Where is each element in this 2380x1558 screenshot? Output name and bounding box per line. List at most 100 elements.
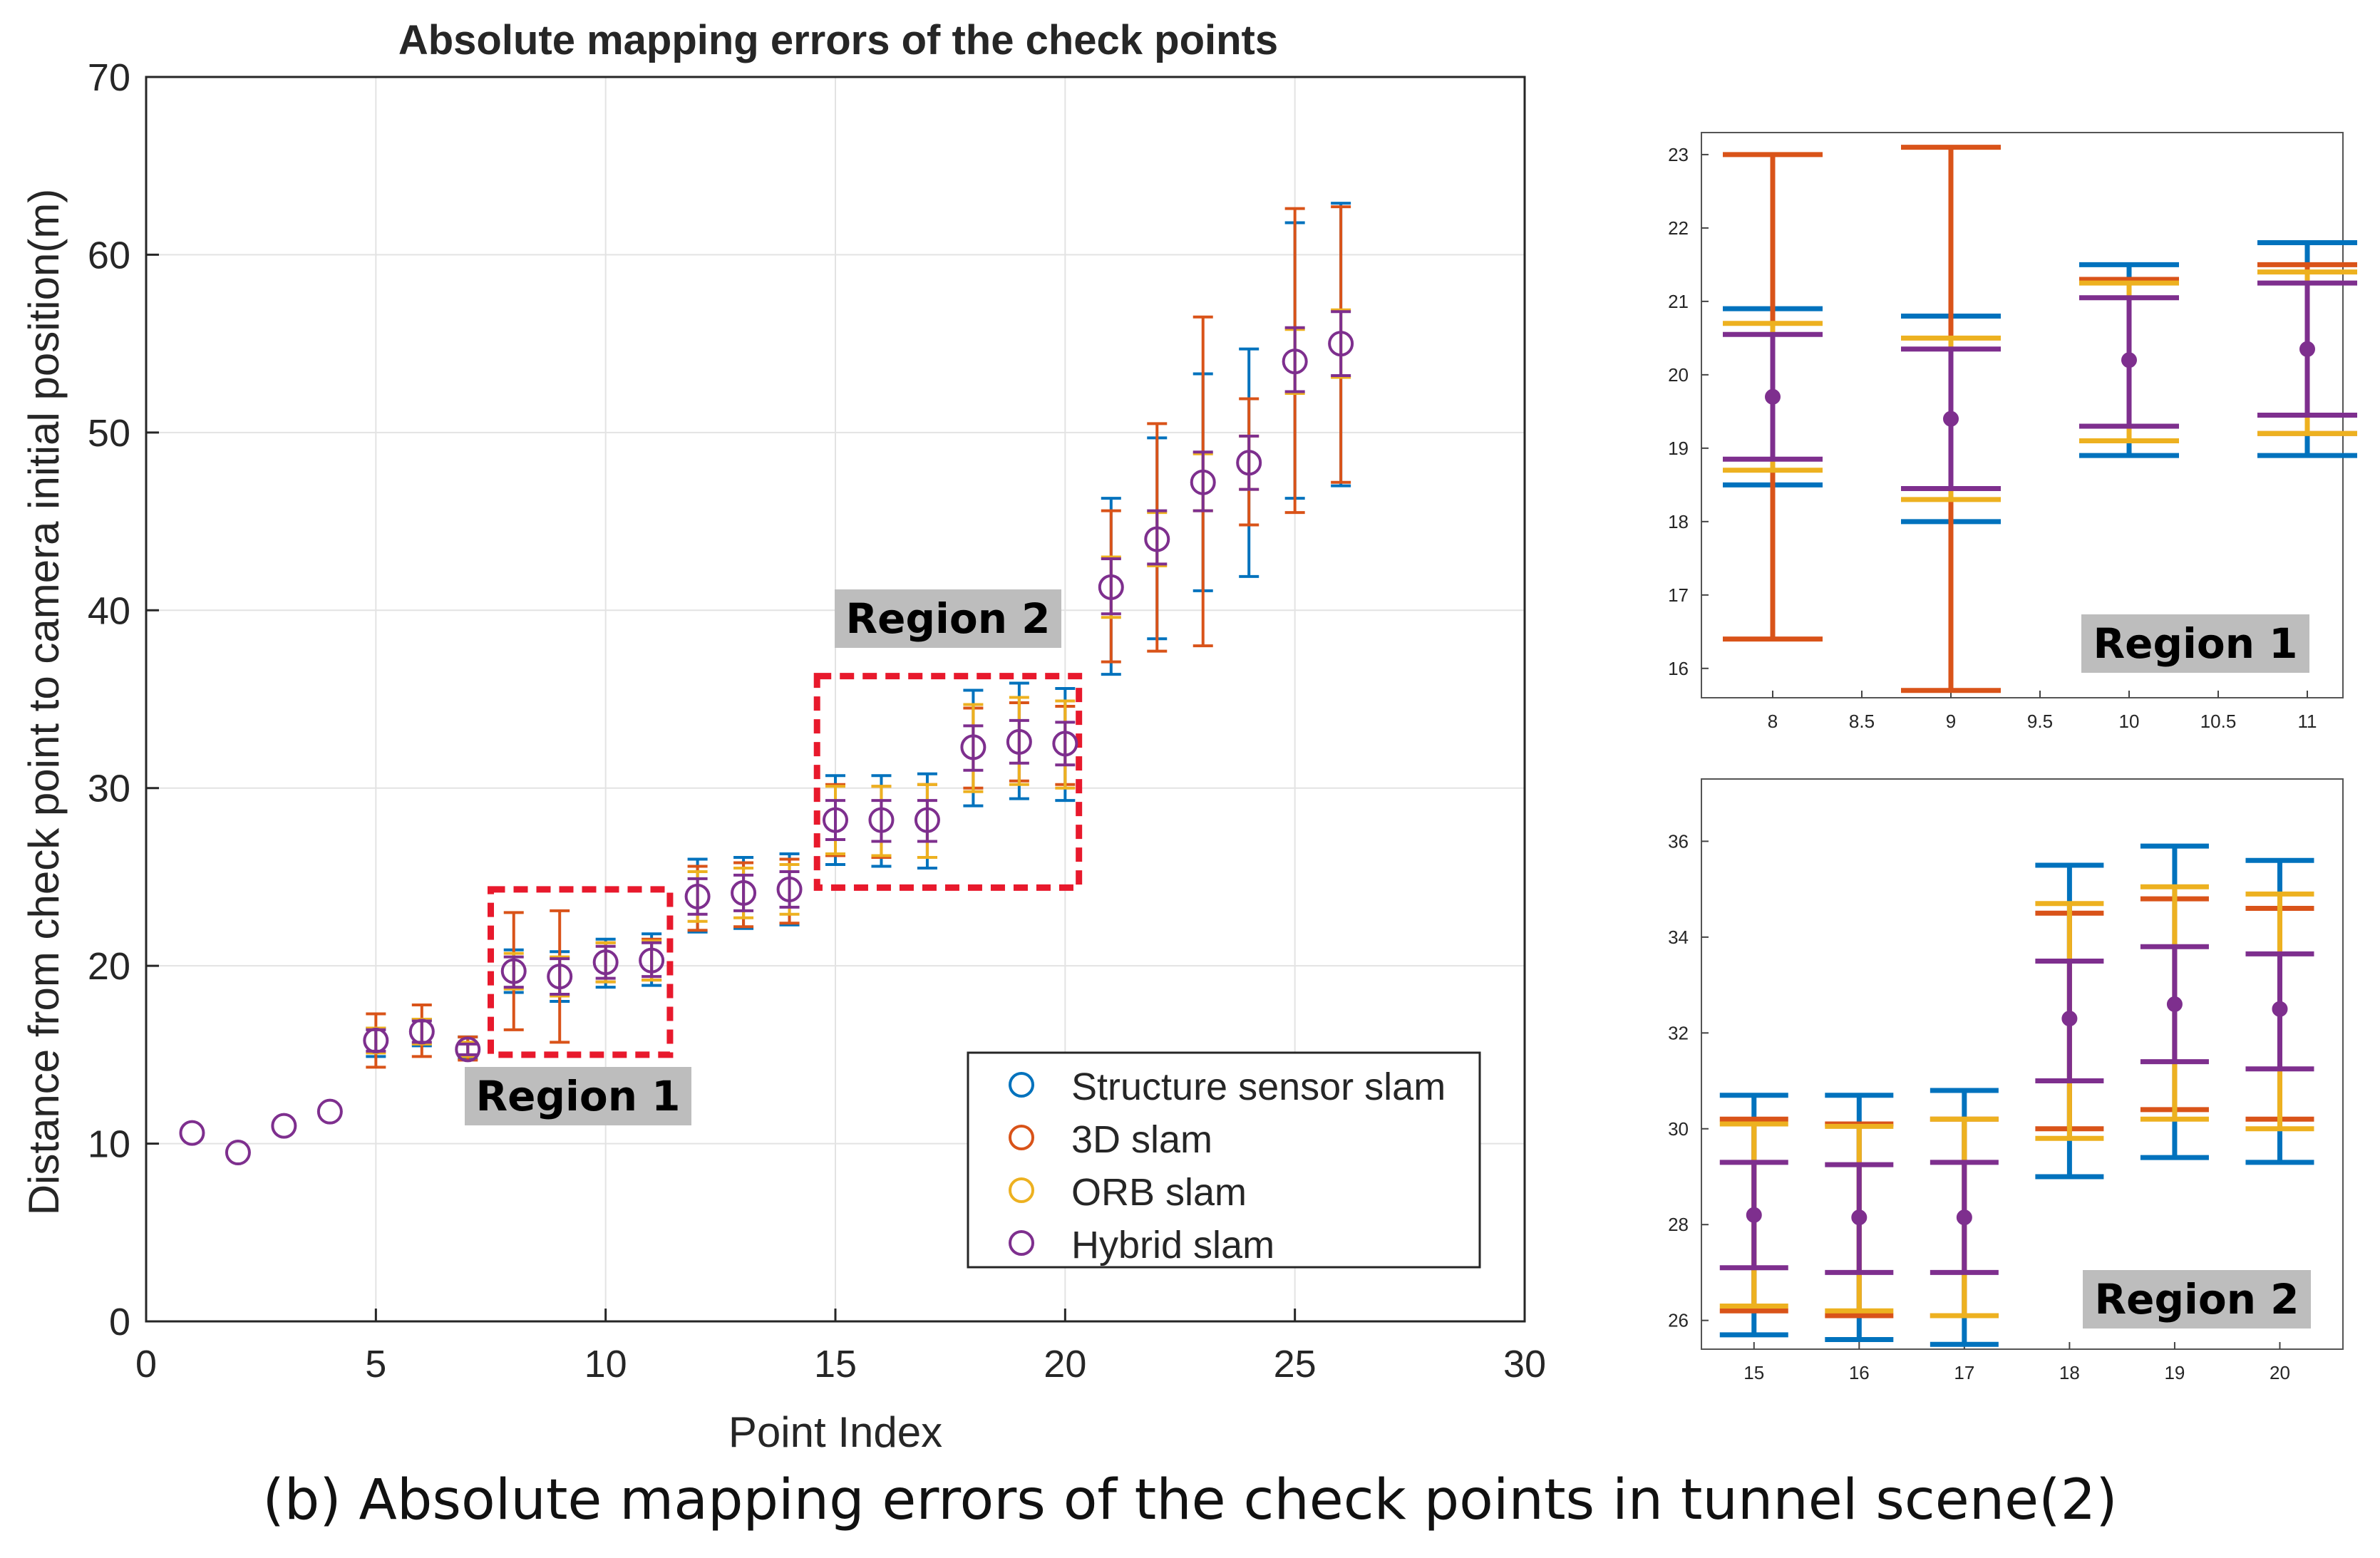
region-1-x-tick-label: 8	[1768, 711, 1778, 732]
data-point-marker	[639, 947, 665, 974]
region-2-data-point	[1746, 1207, 1762, 1223]
region-1-data-point	[1765, 388, 1781, 405]
main-markers	[179, 331, 1354, 1166]
error-bar-hybrid	[1284, 326, 1305, 393]
main-chart-title: Absolute mapping errors of the check poi…	[398, 17, 1278, 63]
region-2-x-tick-label: 19	[2164, 1362, 2185, 1383]
data-point-marker	[547, 964, 573, 990]
main-x-axis-label: Point Index	[728, 1408, 942, 1456]
region-1-x-tick-label: 11	[2298, 711, 2317, 732]
data-point-marker	[179, 1120, 205, 1146]
error-bar-hybrid	[458, 1042, 478, 1056]
main-x-tick-label: 10	[584, 1343, 627, 1386]
region-2-label-text: Region 2	[845, 594, 1050, 643]
error-bar-hybrid	[825, 799, 845, 842]
data-point-marker	[914, 807, 940, 833]
main-y-tick-label: 50	[88, 412, 130, 455]
data-point-marker	[271, 1113, 297, 1139]
data-point-marker	[455, 1036, 481, 1063]
region-2-box	[813, 673, 1083, 891]
region-1-inset-label: Region 1	[2093, 619, 2297, 668]
main-y-tick-label: 60	[88, 234, 130, 277]
error-bar-hybrid	[1147, 509, 1168, 566]
data-point-marker	[868, 807, 895, 833]
region-2-x-tick-label: 20	[2270, 1362, 2290, 1383]
region-1-markers	[1765, 341, 2315, 427]
main-x-tick-label: 20	[1044, 1343, 1086, 1386]
region-1-y-tick-label: 18	[1668, 511, 1689, 532]
region-2-y-tick-label: 32	[1668, 1022, 1689, 1043]
error-bar-hybrid	[1009, 718, 1029, 765]
data-point-marker	[731, 879, 757, 906]
region-2-inset-frame	[1701, 778, 2344, 1350]
legend-label-orb-slam: ORB slam	[1071, 1171, 1247, 1214]
region-2-x-tick-label: 18	[2059, 1362, 2080, 1383]
region-1-data-point	[2299, 341, 2315, 357]
region-2-data-point	[1956, 1209, 1972, 1226]
region-1-y-tick-label: 21	[1668, 291, 1689, 312]
data-point-marker	[1006, 728, 1032, 755]
data-point-marker	[1190, 469, 1216, 495]
error-bar-hybrid	[963, 724, 984, 772]
region-2-y-tick-label: 30	[1668, 1118, 1689, 1140]
data-point-marker	[823, 807, 848, 833]
legend-item-3d-slam: 3D slam	[1009, 1118, 1212, 1161]
region-2-y-tick-label: 28	[1668, 1214, 1689, 1235]
region-1-x-tick-label: 10	[2119, 711, 2140, 732]
legend-label-structure: Structure sensor slam	[1071, 1066, 1446, 1108]
region-2-ticks	[1701, 840, 2281, 1349]
error-bar-hybrid	[1192, 450, 1213, 512]
error-bar-hybrid	[1101, 557, 1121, 616]
main-x-tick-label: 0	[135, 1343, 157, 1386]
region-2-data-point	[2061, 1011, 2078, 1027]
legend-box	[967, 1051, 1481, 1269]
region-1-y-tick-label: 23	[1668, 144, 1689, 165]
legend: Structure sensor slam 3D slam ORB slam H…	[967, 1051, 1481, 1269]
error-bar-hybrid	[1055, 721, 1076, 767]
data-point-marker	[776, 876, 803, 902]
region-1-label-text: Region 1	[475, 1072, 680, 1120]
region-2-data-point	[2166, 996, 2183, 1012]
region-1-label: Region 1	[465, 1067, 691, 1125]
region-2-x-tick-label: 16	[1849, 1362, 1870, 1383]
legend-marker-hybrid-slam	[1009, 1230, 1034, 1256]
main-y-axis-label: Distance from check point to camera init…	[20, 189, 68, 1216]
main-x-tick-label: 25	[1274, 1343, 1317, 1386]
legend-label-hybrid-slam: Hybrid slam	[1071, 1224, 1274, 1266]
data-point-marker	[1052, 731, 1078, 757]
region-2-data-point	[1851, 1209, 1868, 1226]
region-2-x-tick-label: 17	[1954, 1362, 1974, 1383]
error-bar-hybrid	[1239, 434, 1259, 491]
data-point-marker	[500, 958, 527, 984]
region-2-label-bg	[835, 589, 1061, 648]
legend-marker-3d-slam	[1009, 1125, 1034, 1150]
legend-label-3d-slam: 3D slam	[1071, 1118, 1212, 1161]
legend-item-structure: Structure sensor slam	[1009, 1066, 1446, 1108]
data-point-marker	[408, 1018, 435, 1045]
region-1-y-tick-label: 22	[1668, 217, 1689, 239]
main-x-tick-label: 15	[814, 1343, 857, 1386]
region-2-data-point	[2272, 1001, 2288, 1017]
main-region-boxes	[488, 673, 1083, 1058]
region-1-data-point	[1943, 411, 1959, 427]
data-point-marker	[1328, 331, 1354, 357]
region-2-x-tick-labels: 15 16 17 18 19 20	[1743, 1362, 2290, 1383]
data-point-marker	[1098, 574, 1124, 600]
region-2-y-tick-label: 34	[1668, 927, 1689, 948]
region-1-x-tick-label: 8.5	[1849, 711, 1875, 732]
region-2-x-tick-label: 15	[1743, 1362, 1764, 1383]
data-point-marker	[363, 1027, 389, 1053]
region-1-x-tick-label: 10.5	[2200, 711, 2237, 732]
error-bar-hybrid	[1331, 310, 1351, 378]
region-1-x-tick-label: 9	[1946, 711, 1956, 732]
region-2-label: Region 2	[835, 589, 1061, 648]
region-1-y-tick-label: 16	[1668, 658, 1689, 679]
main-chart: Absolute mapping errors of the check poi…	[20, 17, 1546, 1456]
main-y-tick-label: 40	[88, 589, 130, 632]
region-2-y-tick-label: 36	[1668, 830, 1689, 852]
